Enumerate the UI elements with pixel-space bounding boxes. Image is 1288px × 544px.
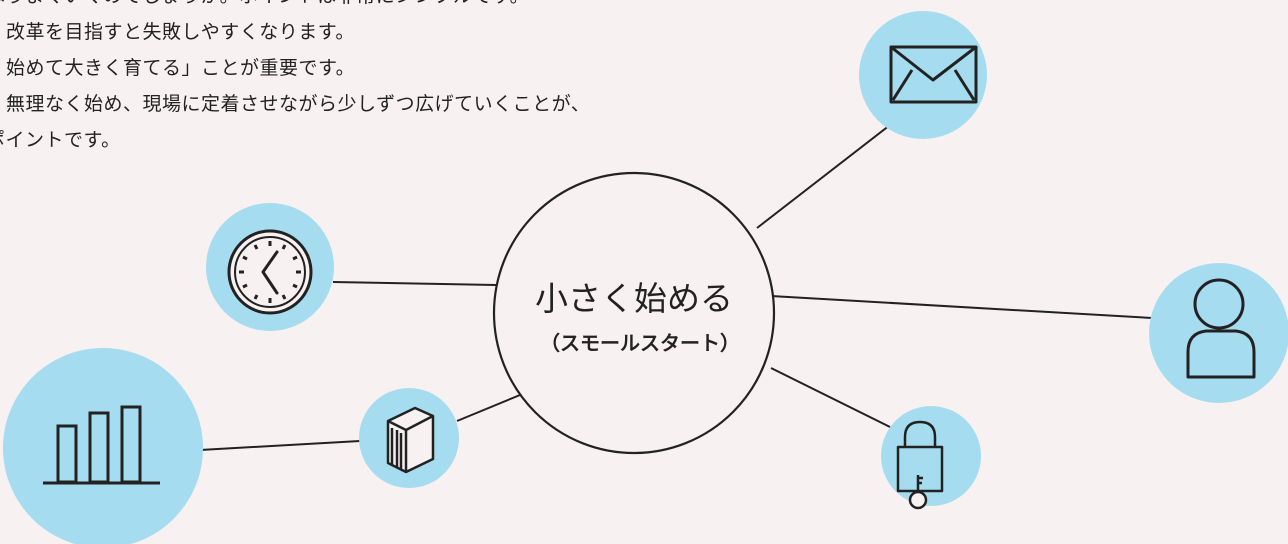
connector-book: [456, 394, 521, 422]
hub-title: 小さく始める: [535, 279, 733, 318]
bar-chart-node: [3, 348, 203, 544]
lock-key-icon: [896, 420, 944, 510]
bar-chart-icon: [43, 405, 160, 485]
user-node: [1149, 263, 1288, 403]
connector-lock: [770, 367, 891, 428]
mail-node: [859, 11, 987, 139]
intro-text: はうまくいくのでしょうか。ポイントは非常にシンプルです。 改革を目指すと失敗しや…: [0, 0, 746, 158]
clock-node: [206, 203, 334, 331]
intro-line-1: はうまくいくのでしょうか。ポイントは非常にシンプルです。: [0, 0, 746, 14]
intro-line-4: 無理なく始め、現場に定着させながら少しずつ広げていくことが、: [6, 93, 591, 115]
intro-line-5: ポイントです。: [0, 129, 121, 151]
intro-line-2: 改革を目指すと失敗しやすくなります。: [6, 21, 355, 43]
book-node: [359, 388, 459, 488]
user-icon: [1186, 278, 1256, 379]
connector-user: [770, 295, 1153, 319]
connector-chart: [199, 440, 361, 451]
connectors: [199, 124, 1153, 451]
connector-clock: [332, 281, 497, 286]
intro-line-3: 始めて大きく育てる」ことが重要です。: [6, 57, 356, 79]
clock-icon: [227, 229, 313, 315]
hub-subtitle: （スモールスタート）: [540, 331, 740, 355]
mail-icon: [889, 45, 978, 104]
connector-mail: [756, 124, 891, 229]
lock-node: [881, 406, 981, 510]
hub-node: 小さく始める （スモールスタート）: [492, 171, 776, 455]
book-icon: [386, 406, 435, 474]
